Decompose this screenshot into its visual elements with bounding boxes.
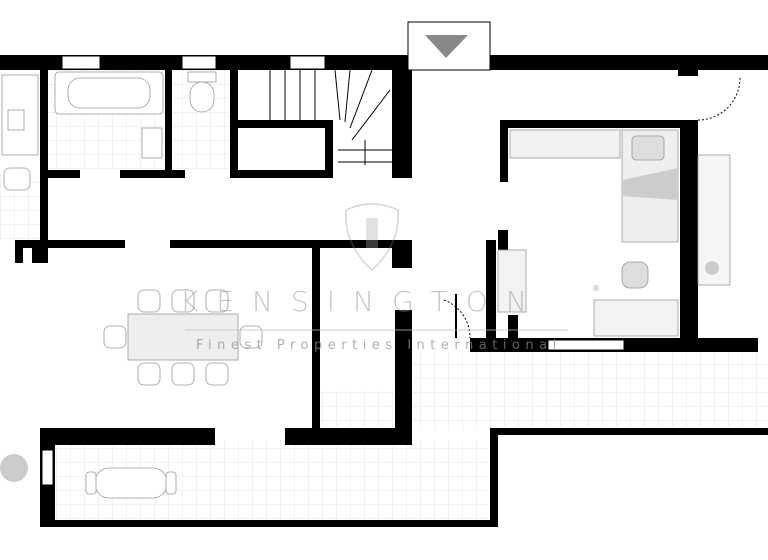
terrace-furniture [0,454,177,499]
kensington-logo [345,203,399,272]
watermark-registered: ® [592,284,600,293]
watermark-tagline: Finest Properties International [196,338,562,353]
staircase [269,69,392,165]
watermark-brand: KENSINGTON [180,285,545,318]
entrance [407,21,491,71]
plant-icon [0,454,28,482]
bathroom-fixtures [1,71,217,191]
entrance-arrow-icon [425,35,468,58]
windows [41,55,625,486]
dining-table [103,289,263,386]
bedroom-furniture [443,77,741,339]
